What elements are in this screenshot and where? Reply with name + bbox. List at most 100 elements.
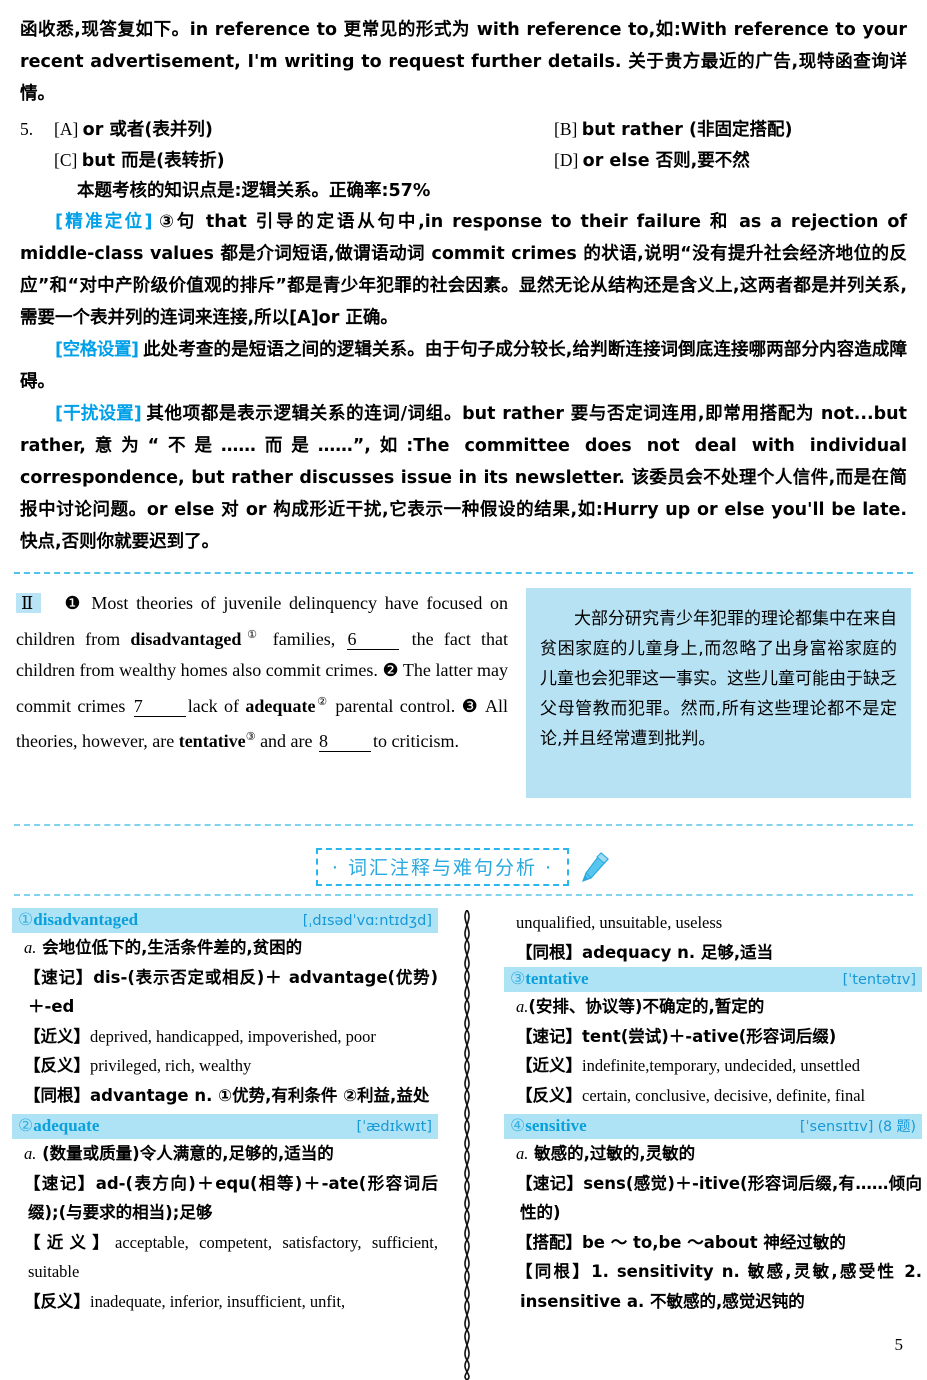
- option-d-text: or else 否则,要不然: [582, 151, 750, 171]
- option-row-spacer: [20, 145, 54, 176]
- vocab-word-text-3: tentative: [525, 969, 589, 988]
- vocab-cognate-2: 【同根】adequacy n. 足够,适当: [504, 938, 922, 968]
- vocab-cognate-text-4: 1. sensitivity n. 敏感,灵敏,感受性 2. insensiti…: [520, 1262, 923, 1311]
- passage-blank-8[interactable]: 8: [319, 731, 372, 752]
- vocab-cognate-1: 【同根】advantage n. ①优势,有利条件 ②利益,益处: [12, 1081, 438, 1111]
- vocab-entry-header-adequate[interactable]: ②adequate [ˈædɪkwɪt]: [12, 1114, 438, 1139]
- vocab-mnemonic-3: 【速记】tent(尝试)＋-ative(形容词后缀): [504, 1022, 922, 1052]
- option-b-key: [B]: [554, 119, 578, 139]
- sentence-3-text-b: and are: [255, 731, 318, 751]
- sentence-1-text-b: families,: [262, 628, 336, 649]
- vocab-definition-1: a. 会地位低下的,生活条件差的,贫困的: [12, 933, 438, 963]
- vocab-word-text-4: sensitive: [525, 1116, 587, 1135]
- option-a[interactable]: [A] or 或者(表并列): [54, 114, 554, 145]
- vocab-definition-text-1: 会地位低下的,生活条件差的,贫困的: [36, 938, 303, 957]
- passage-keyword-sup-1: ①: [241, 628, 263, 641]
- sentence-2-text-c: parental control.: [329, 695, 456, 716]
- option-c[interactable]: [C] but 而是(表转折): [54, 145, 554, 176]
- vocab-mnemonic-1: 【速记】dis-(表示否定或相反)＋ advantage(优势)＋-ed: [12, 963, 438, 1022]
- vocab-phonetic-2: [ˈædɪkwɪt]: [356, 1119, 432, 1135]
- analysis-tag-distractor: [干扰设置]: [55, 404, 142, 424]
- option-b[interactable]: [B] but rather (非固定搭配): [554, 114, 907, 145]
- column-divider-decoration: [452, 908, 482, 1380]
- vocab-mnemonic-text-2: ad-(表方向)＋equ(相等)＋-ate(形容词后缀);(与要求的相当);足够: [28, 1173, 439, 1223]
- vocab-antonym-label-1: 【反义】: [24, 1056, 90, 1075]
- vocab-word-tentative: ③tentative: [510, 969, 589, 989]
- vocabulary-column-left: ①disadvantaged [ˌdɪsədˈvɑːntɪdʒd] a. 会地位…: [12, 908, 452, 1316]
- vocab-cognate-label-4: 【同根】: [516, 1262, 592, 1281]
- vocab-pos-1: a.: [24, 938, 37, 957]
- analysis-tag-precise: [精准定位]: [55, 212, 152, 232]
- vocab-synonym-label-2: 【近义】: [24, 1232, 116, 1252]
- vocab-pos-3: a.: [516, 997, 529, 1016]
- vocab-definition-text-3: (安排、协议等)不确定的,暂定的: [528, 997, 765, 1016]
- option-row-ab: 5. [A] or 或者(表并列) [B] but rather (非固定搭配): [20, 114, 907, 145]
- vocab-antonym-label-3: 【反义】: [516, 1085, 582, 1105]
- vocab-entry-header-sensitive[interactable]: ④sensitive [ˈsensɪtɪv] (8 题): [504, 1114, 922, 1139]
- vocab-synonym-label-1: 【近义】: [24, 1026, 90, 1046]
- translation-text: 大部分研究青少年犯罪的理论都集中在来自贫困家庭的儿童身上,而忽略了出身富裕家庭的…: [540, 609, 897, 749]
- vocab-pos-2: a.: [24, 1144, 37, 1163]
- question-options-block: 5. [A] or 或者(表并列) [B] but rather (非固定搭配)…: [20, 114, 907, 206]
- option-row-cd: [C] but 而是(表转折) [D] or else 否则,要不然: [20, 145, 907, 176]
- vocab-mnemonic-label-1: 【速记】: [24, 967, 94, 987]
- vocab-index-2: ②: [18, 1116, 34, 1135]
- vocab-word-sensitive: ④sensitive: [510, 1116, 587, 1136]
- vocab-synonym-text-1: deprived, handicapped, impoverished, poo…: [90, 1026, 376, 1046]
- vocab-antonym-label-2: 【反义】: [24, 1291, 90, 1311]
- analysis-body-blank: 此处考查的是短语之间的逻辑关系。由于句子成分较长,给判断连接词倒底连接哪两部分内…: [20, 340, 908, 392]
- translation-box: 大部分研究青少年犯罪的理论都集中在来自贫困家庭的儿童身上,而忽略了出身富裕家庭的…: [526, 588, 911, 798]
- option-d[interactable]: [D] or else 否则,要不然: [554, 145, 907, 176]
- vocab-collocation-label-4: 【搭配】: [516, 1232, 582, 1252]
- vocab-synonym-1: 【近义】deprived, handicapped, impoverished,…: [12, 1022, 438, 1052]
- analysis-body-distractor: 其他项都是表示逻辑关系的连词/词组。but rather 要与否定词连用,即常用…: [20, 404, 908, 552]
- analysis-body-precise: ③句 that 引导的定语从句中,in response to their fa…: [20, 212, 907, 328]
- vocab-mnemonic-text-1: dis-(表示否定或相反)＋ advantage(优势)＋-ed: [28, 967, 438, 1017]
- vocab-phonetic-4: [ˈsensɪtɪv]: [799, 1119, 874, 1135]
- sentence-2-text-a: The latter may commit crimes: [16, 660, 509, 716]
- section-heading-label: · 词汇注释与难句分析 ·: [315, 848, 570, 886]
- passage-keyword-disadvantaged: disadvantaged: [130, 628, 242, 649]
- option-d-key: [D]: [554, 150, 579, 170]
- vocab-mnemonic-label-3: 【速记】: [516, 1026, 582, 1046]
- vocab-cognate-text-1: advantage n. ①优势,有利条件 ②利益,益处: [90, 1085, 430, 1105]
- vocab-word-text-1: disadvantaged: [33, 910, 139, 929]
- vocab-cognate-4: 【同根】1. sensitivity n. 敏感,灵敏,感受性 2. insen…: [504, 1257, 922, 1316]
- vocab-mnemonic-text-3: tent(尝试)＋-ative(形容词后缀): [582, 1026, 837, 1046]
- vocab-phonetic-3: [ˈtentətɪv]: [842, 972, 916, 988]
- passage-keyword-adequate: adequate: [245, 695, 316, 716]
- vocab-cognate-label-1: 【同根】: [24, 1085, 90, 1105]
- vocab-question-ref-4: (8 题): [877, 1119, 916, 1135]
- divider-above-section-heading: [14, 824, 913, 826]
- vocab-antonym-1: 【反义】privileged, rich, wealthy: [12, 1051, 438, 1081]
- vocab-collocation-text-4: be ～ to,be ～about 神经过敏的: [582, 1232, 846, 1252]
- vocab-synonym-2: 【近义】acceptable, competent, satisfactory,…: [12, 1228, 438, 1287]
- question-knowledge-note: 本题考核的知识点是:逻辑关系。正确率:57%: [77, 181, 431, 201]
- vocab-definition-text-2: (数量或质量)令人满意的,足够的,适当的: [36, 1144, 334, 1163]
- sentence-1-text-a: Most theories of juvenile delinquency ha…: [16, 593, 508, 649]
- vocab-definition-2: a. (数量或质量)令人满意的,足够的,适当的: [12, 1139, 438, 1169]
- question-number: 5.: [20, 119, 34, 139]
- analysis-blank-design: [空格设置] 此处考查的是短语之间的逻辑关系。由于句子成分较长,给判断连接词倒底…: [20, 334, 907, 398]
- sentence-marker-2: ❷: [382, 660, 399, 680]
- vocabulary-section: ①disadvantaged [ˌdɪsədˈvɑːntɪdʒd] a. 会地位…: [0, 908, 927, 1380]
- vocab-word-disadvantaged: ①disadvantaged: [18, 910, 138, 930]
- vocab-mnemonic-2: 【速记】ad-(表方向)＋equ(相等)＋-ate(形容词后缀);(与要求的相当…: [12, 1169, 438, 1228]
- vocab-entry-header-disadvantaged[interactable]: ①disadvantaged [ˌdɪsədˈvɑːntɪdʒd]: [12, 908, 438, 933]
- reference-note-text: 函收悉,现答复如下。in reference to 更常见的形式为 with r…: [20, 20, 907, 104]
- passage-keyword-tentative: tentative: [178, 731, 246, 751]
- vocab-antonym-text-2: inadequate, inferior, insufficient, unfi…: [90, 1291, 346, 1311]
- passage-blank-7[interactable]: 7: [133, 696, 186, 717]
- vocab-phonetic-group-4: [ˈsensɪtɪv] (8 题): [800, 1116, 916, 1136]
- vocab-antonym-2: 【反义】inadequate, inferior, insufficient, …: [12, 1287, 438, 1317]
- vocab-mnemonic-4: 【速记】sens(感觉)＋-itive(形容词后缀,有……倾向性的): [504, 1169, 922, 1228]
- passage-keyword-sup-2: ②: [315, 695, 330, 708]
- vocab-antonym-text-1: privileged, rich, wealthy: [90, 1056, 252, 1075]
- option-a-text: or 或者(表并列): [82, 120, 213, 140]
- passage-blank-6[interactable]: 6: [347, 629, 400, 650]
- vocab-synonym-label-3: 【近义】: [516, 1056, 582, 1075]
- vocab-phonetic-1: [ˌdɪsədˈvɑːntɪdʒd]: [302, 913, 432, 929]
- vocab-entry-header-tentative[interactable]: ③tentative [ˈtentətɪv]: [504, 967, 922, 992]
- section-heading-row: · 词汇注释与难句分析 ·: [0, 848, 927, 886]
